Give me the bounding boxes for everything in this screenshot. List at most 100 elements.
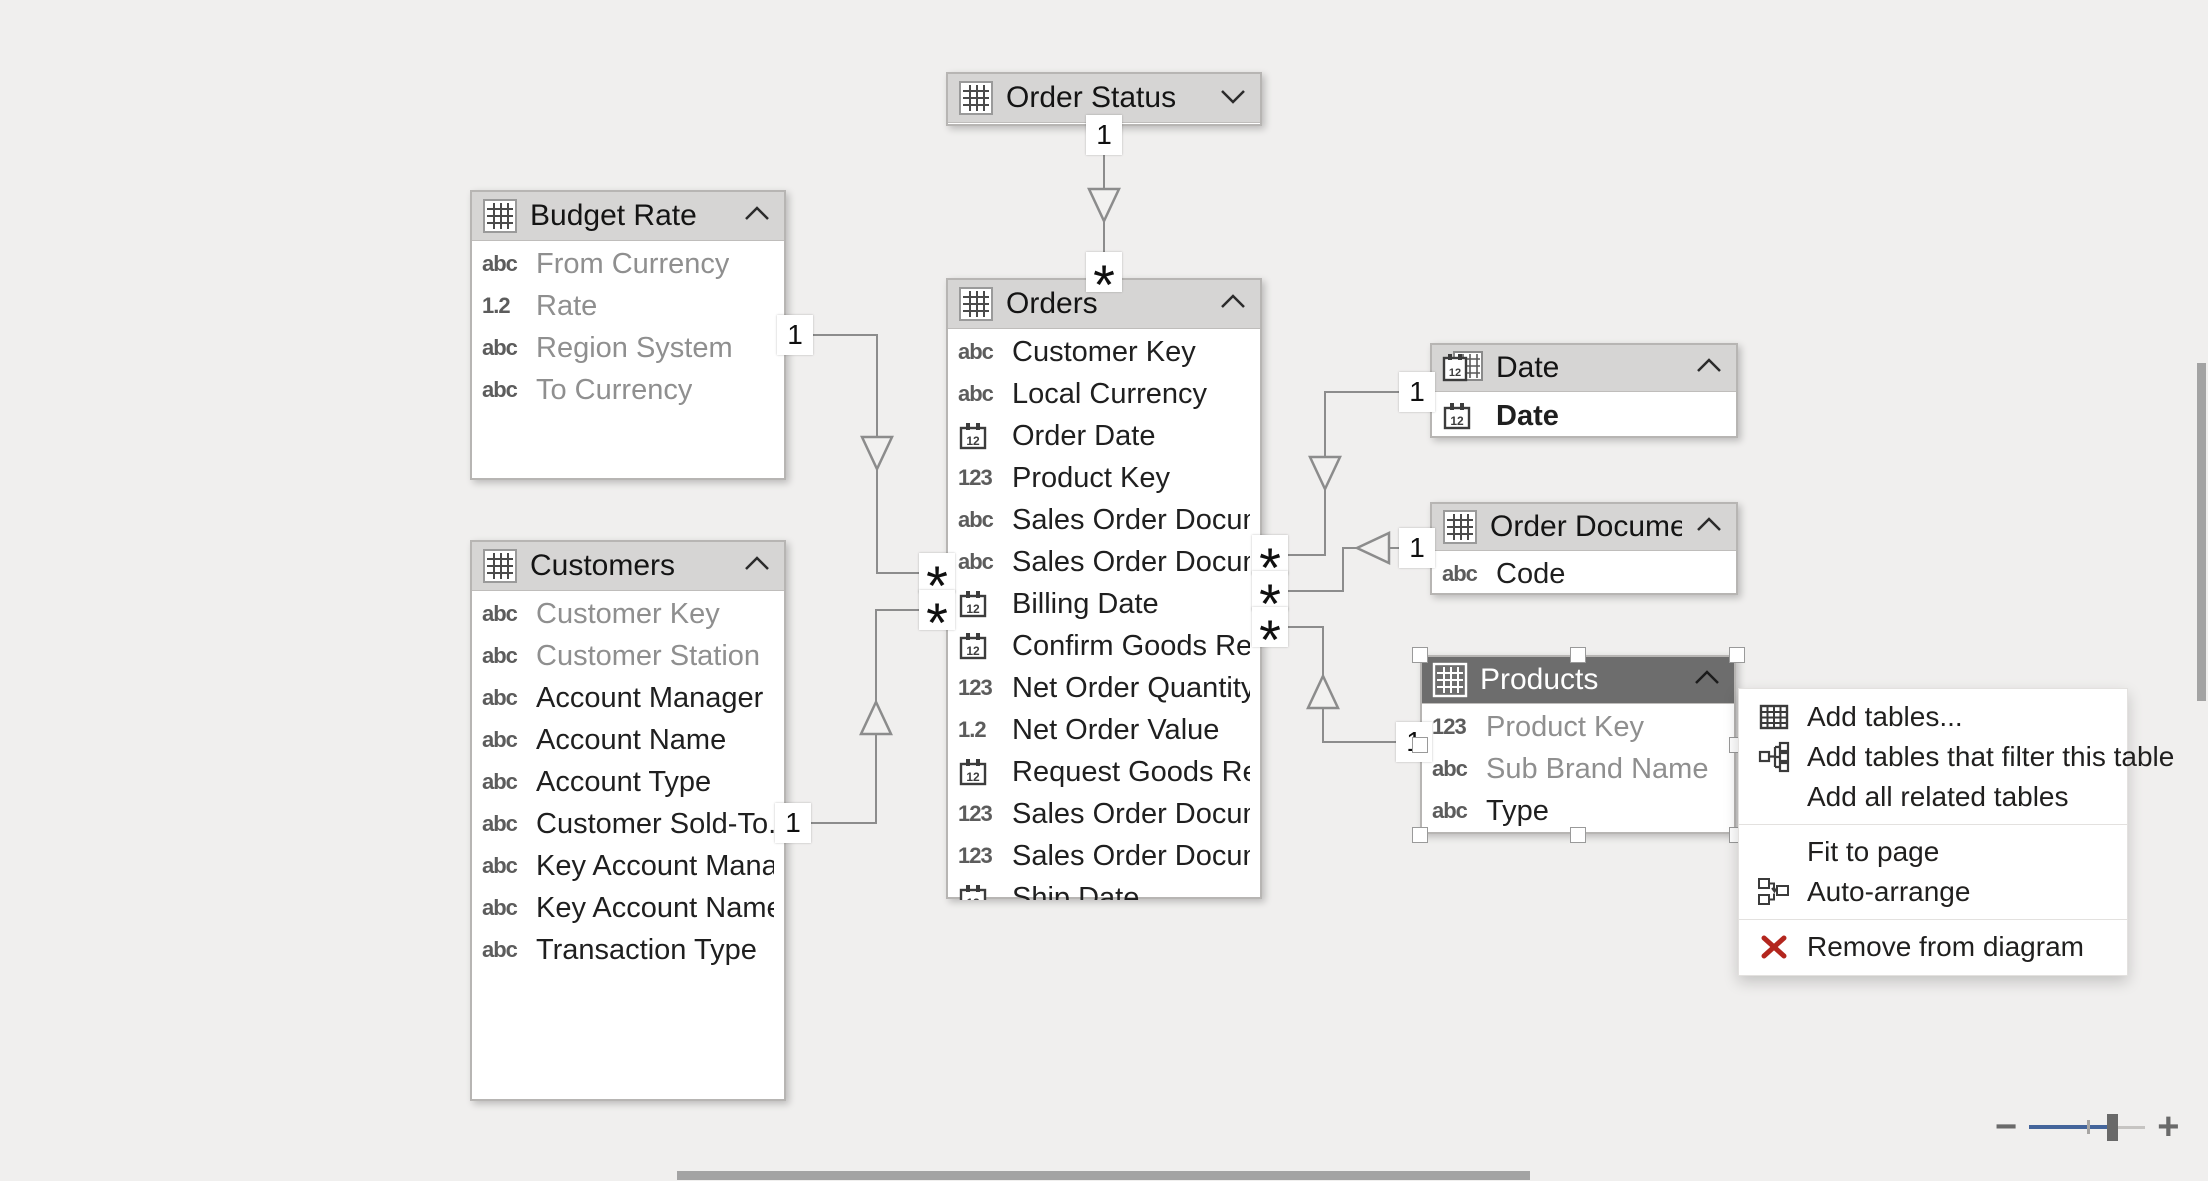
cardinality-label-one[interactable]: 1	[775, 803, 811, 843]
chevron-up-icon[interactable]	[1218, 290, 1248, 319]
cardinality-label-one[interactable]: 1	[1086, 115, 1122, 155]
chevron-up-icon[interactable]	[1694, 354, 1724, 383]
context-menu: Add tables... Add tables that filter thi…	[1738, 688, 2174, 976]
type-123-icon: 123	[958, 801, 993, 826]
relationship-line[interactable]	[789, 609, 942, 824]
horizontal-scrollbar-thumb[interactable]	[677, 1171, 1530, 1180]
cardinality-label-many[interactable]: *	[1252, 607, 1288, 671]
table-grid-icon	[1442, 509, 1478, 545]
chevron-up-icon[interactable]	[742, 202, 772, 231]
chevron-up-icon[interactable]	[1694, 513, 1724, 542]
table-header[interactable]: Orders	[948, 280, 1260, 329]
menu-item-add-filter-tables[interactable]: Add tables that filter this table	[1739, 737, 2174, 777]
filter-direction-arrow-down	[1087, 187, 1121, 224]
field-label: Account Manager	[536, 681, 764, 714]
cardinality-label-many[interactable]: *	[1252, 571, 1288, 635]
cardinality-label-many[interactable]: *	[919, 553, 955, 617]
chevron-up-icon[interactable]	[742, 552, 772, 581]
zoom-slider[interactable]	[2029, 1112, 2146, 1142]
table-grid-icon	[482, 548, 518, 584]
svg-text:12: 12	[966, 434, 980, 448]
selection-handle[interactable]	[1412, 827, 1428, 843]
table-field[interactable]: 12Ship Date	[948, 877, 1260, 900]
menu-item-fit-to-page[interactable]: Fit to page	[1739, 832, 2127, 872]
menu-item-auto-arrange[interactable]: Auto-arrange	[1739, 872, 2127, 912]
chevron-down-icon[interactable]	[1218, 84, 1248, 113]
zoom-slider-thumb[interactable]	[2107, 1114, 2119, 1141]
menu-item-add-tables[interactable]: Add tables...	[1739, 697, 2127, 737]
vertical-scrollbar-thumb[interactable]	[2197, 363, 2206, 701]
menu-item-remove-from-diagram[interactable]: Remove from diagram	[1739, 927, 2127, 967]
chevron-up-icon[interactable]	[1692, 666, 1722, 695]
field-label: Transaction Type	[536, 933, 757, 966]
selection-handle[interactable]	[1570, 827, 1586, 843]
zoom-in-button[interactable]: +	[2157, 1106, 2180, 1148]
table-header[interactable]: 12 Date	[1432, 345, 1736, 392]
selection-handle[interactable]	[1729, 647, 1745, 663]
table-field[interactable]: abc Key Account Name	[472, 887, 784, 929]
selection-handle[interactable]	[1570, 647, 1586, 663]
selection-handle[interactable]	[1412, 647, 1428, 663]
zoom-out-button[interactable]: −	[1995, 1106, 2018, 1148]
table-header[interactable]: Products	[1422, 657, 1734, 704]
type-abc-icon: abc	[482, 895, 518, 920]
cardinality-label-many[interactable]: *	[919, 590, 955, 654]
table-header[interactable]: Order Documen...	[1432, 504, 1736, 551]
table-header[interactable]: Customers	[472, 542, 784, 591]
selection-handle[interactable]	[1412, 737, 1428, 753]
menu-item-add-related-tables[interactable]: Add all related tables	[1739, 777, 2127, 817]
cardinality-label-one[interactable]: 1	[1399, 528, 1435, 568]
type-abc-icon: abc	[482, 251, 518, 276]
cardinality-label-one[interactable]: 1	[1399, 372, 1435, 412]
cardinality-label-many[interactable]: *	[1086, 252, 1122, 316]
cardinality-label-many[interactable]: *	[1252, 535, 1288, 599]
table-header[interactable]: Order Status	[948, 74, 1260, 123]
cardinality-label-one[interactable]: 1	[777, 315, 813, 355]
relationship-line[interactable]	[789, 334, 942, 574]
table-title: Order Documen...	[1490, 510, 1682, 543]
field-label: To Currency	[536, 373, 693, 406]
type-abc-icon: abc	[958, 549, 994, 574]
field-label: Key Account Name	[536, 891, 774, 924]
table-title: Products	[1480, 663, 1599, 696]
table-header[interactable]: Budget Rate	[472, 192, 784, 241]
calendar-icon: 12	[958, 631, 1002, 661]
